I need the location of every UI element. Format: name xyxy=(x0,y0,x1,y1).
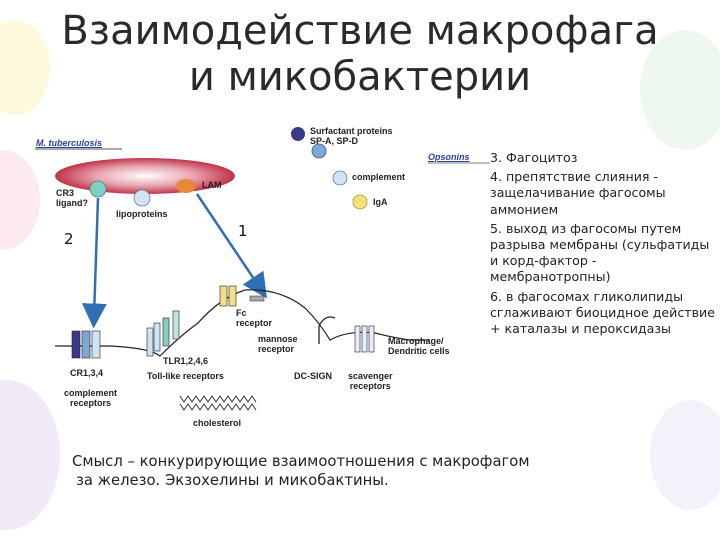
tlr-bar-1 xyxy=(146,327,154,357)
cholesterol-band xyxy=(179,395,257,411)
right-text-list: 3. Фагоцитоз 4. препятствие слияния - за… xyxy=(490,150,715,337)
fc-line-2: receptor xyxy=(236,318,273,328)
cr3-ligand-label: CR3 ligand? xyxy=(56,188,88,208)
mannose-line-1: mannose xyxy=(258,334,298,344)
cr3-label-line-1: CR3 xyxy=(56,188,75,198)
title-line-1: Взаимодействие макрофага xyxy=(61,8,659,54)
scavenger-bar-1 xyxy=(354,325,361,353)
receptor-cr-dark xyxy=(71,330,81,359)
arrow-2 xyxy=(81,197,107,329)
m-tuberculosis-label: M. tuberculosis xyxy=(36,138,103,148)
fc-line-1: Fc xyxy=(236,308,247,318)
macrophage-line-1: Macrophage/ xyxy=(388,336,444,346)
bottom-text-line-1: Смысл – конкурирующие взаимоотношения с … xyxy=(72,453,530,470)
tlr-bar-3 xyxy=(162,317,170,347)
step-number-1: 1 xyxy=(238,222,248,240)
macrophage-label: Macrophage/ Dendritic cells xyxy=(388,336,450,356)
surfactant-line-1: Surfactant proteins xyxy=(310,126,393,136)
receptor-cr-light xyxy=(91,330,101,359)
iga-circle xyxy=(352,194,368,210)
lipoprotein-spot xyxy=(133,189,151,207)
bottom-text-line-2: за железо. Экзохелины и микобактины. xyxy=(76,472,389,489)
scavenger-bar-3 xyxy=(368,325,375,353)
list-item: 4. препятствие слияния - защелачивание ф… xyxy=(490,169,666,217)
complement-circle xyxy=(332,170,348,186)
background-balloon-lavender xyxy=(650,400,720,510)
tlr-label: TLR1,2,4,6 xyxy=(163,356,209,366)
scavenger-line-2: receptors xyxy=(349,381,391,391)
macrophage-line-2: Dendritic cells xyxy=(388,346,450,356)
lipoproteins-label: lipoproteins xyxy=(116,209,168,219)
complement-label: complement xyxy=(352,172,406,182)
toll-like-label: Toll-like receptors xyxy=(147,371,224,381)
opsonins-label: Opsonins xyxy=(428,152,470,162)
title-line-2: и микобактерии xyxy=(188,54,532,100)
diagram-graphics xyxy=(35,127,490,411)
complement-receptors-label: complement receptors xyxy=(64,388,117,408)
iga-label: IgA xyxy=(373,197,388,207)
cr3-label-line-2: ligand? xyxy=(56,198,88,208)
fc-receptor-bar-2 xyxy=(228,285,237,307)
scavenger-line-1: scavenger xyxy=(348,371,393,381)
receptor-cr-blue xyxy=(81,330,91,359)
cr3-ligand-spot xyxy=(89,180,107,198)
page-title: Взаимодействие макрофага и микобактерии xyxy=(0,8,720,100)
fc-receptor-bar-1 xyxy=(219,285,228,307)
background-balloon-green xyxy=(640,30,720,150)
lam-spot xyxy=(176,179,196,193)
mannose-line-2: receptor xyxy=(258,344,295,354)
mannose-receptor-label: mannose receptor xyxy=(258,334,298,354)
cholesterol-label: cholesterol xyxy=(193,418,242,428)
lam-label: LAM xyxy=(202,180,222,190)
dc-sign-label: DC-SIGN xyxy=(294,371,332,381)
complement-receptors-line-1: complement xyxy=(64,388,118,398)
mannose-receptor-shape xyxy=(249,295,265,302)
surfactant-line-2: SP-A, SP-D xyxy=(310,136,359,146)
step-number-2: 2 xyxy=(64,230,74,248)
surfactant-label: Surfactant proteins SP-A, SP-D xyxy=(310,126,393,146)
dc-sign-shape xyxy=(318,316,336,344)
fc-receptor-label: Fc receptor xyxy=(236,308,272,328)
scavenger-bar-2 xyxy=(361,325,368,353)
surfactant-circle-light xyxy=(311,143,327,159)
macrophage-mycobacterium-diagram: M. tuberculosis CR3 ligand? LAM lipoprot… xyxy=(30,118,490,433)
cr134-label: CR1,3,4 xyxy=(70,368,104,378)
surfactant-circle-dark xyxy=(291,127,305,141)
tlr-bar-2 xyxy=(153,322,161,352)
scavenger-label: scavenger receptors xyxy=(348,371,393,391)
complement-receptors-line-2: receptors xyxy=(69,398,112,408)
list-item: 6. в фагосомах гликолипиды сглаживают би… xyxy=(490,288,715,337)
tlr-bar-4 xyxy=(172,310,180,340)
bottom-text: Смысл – конкурирующие взаимоотношения с … xyxy=(72,452,672,490)
list-item: 3. Фагоцитоз xyxy=(490,150,578,165)
arrow-1 xyxy=(195,193,267,299)
list-item: 5. выход из фагосомы путем разрыва мембр… xyxy=(490,220,710,285)
